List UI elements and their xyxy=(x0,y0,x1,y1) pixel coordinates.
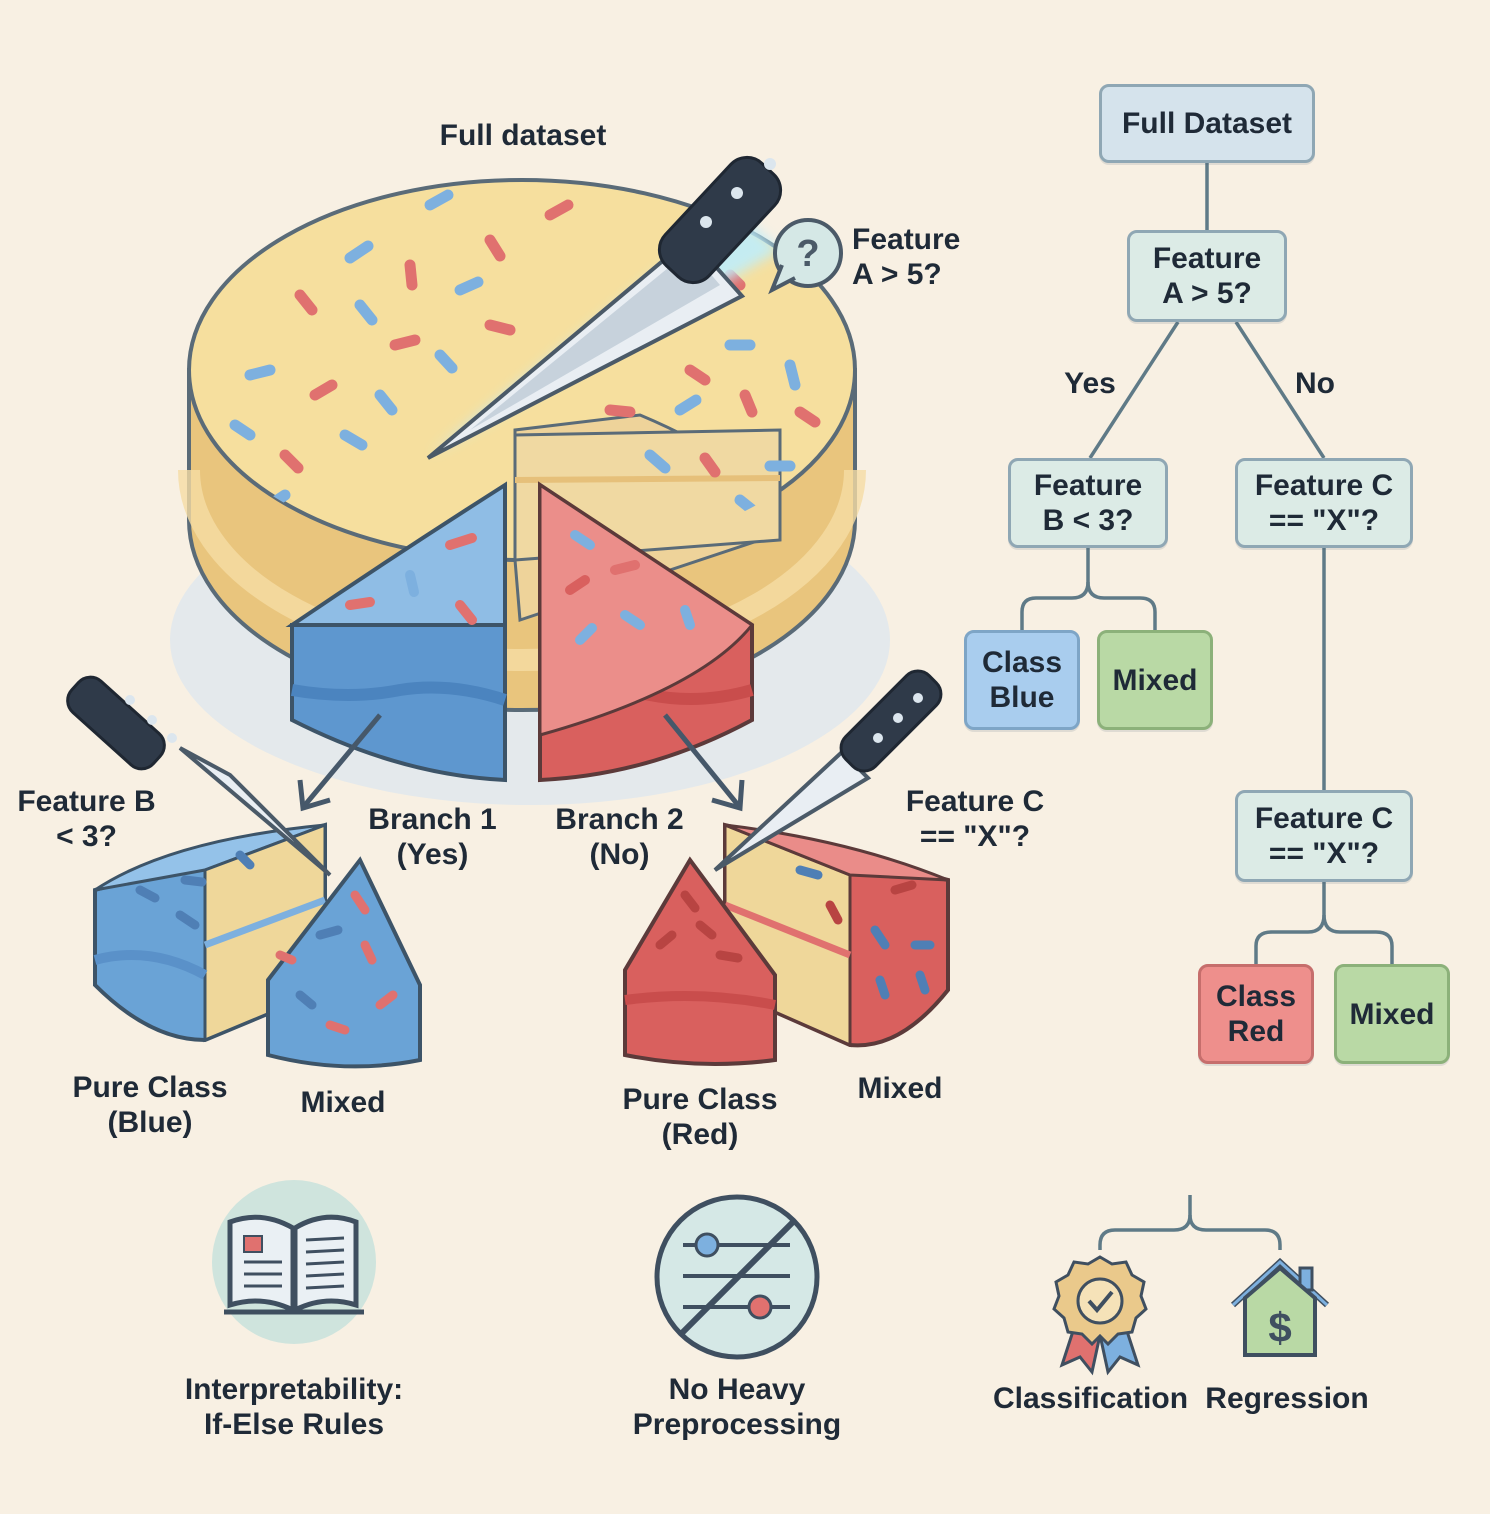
right-pure-line2: (Red) xyxy=(661,1118,739,1151)
tree-leaf-blue-line1: Class xyxy=(981,646,1063,679)
branch2-line2: (No) xyxy=(589,838,650,871)
left-pure-line2: (Blue) xyxy=(107,1106,193,1139)
tree-node-c1: Feature C == "X"? xyxy=(1235,458,1413,548)
tree-leaf-blue-line2: Blue xyxy=(989,681,1055,714)
tree-node-b-line2: B < 3? xyxy=(1042,504,1134,537)
right-mixed-label: Mixed xyxy=(857,1072,943,1105)
left-mixed-label: Mixed xyxy=(300,1086,386,1119)
left-split-line2: < 3? xyxy=(56,820,117,853)
split-question-line1: Feature xyxy=(852,223,961,256)
tree-root-node: Full Dataset xyxy=(1099,84,1315,163)
right-split-label: Feature C == "X"? xyxy=(900,784,1050,854)
right-split-line1: Feature C xyxy=(905,785,1045,818)
branch1-label: Branch 1 (Yes) xyxy=(365,802,500,872)
tree-node-c2: Feature C == "X"? xyxy=(1235,790,1413,882)
split-question-line2: A > 5? xyxy=(852,258,942,291)
classification-label: Classification xyxy=(992,1382,1189,1415)
tree-node-a-line2: A > 5? xyxy=(1162,277,1252,310)
tree-root-label: Full Dataset xyxy=(1121,107,1293,140)
knife-icon xyxy=(66,675,332,877)
tree-node-b: Feature B < 3? xyxy=(1008,458,1168,548)
svg-text:$: $ xyxy=(1268,1304,1291,1351)
right-pure-label: Pure Class (Red) xyxy=(620,1082,780,1152)
tree-leaf-red-line2: Red xyxy=(1227,1015,1285,1048)
branch2-label: Branch 2 (No) xyxy=(552,802,687,872)
question-bubble-icon: ? xyxy=(768,218,843,295)
tree-leaf-red-line1: Class xyxy=(1215,980,1297,1013)
preprocessing-line2: Preprocessing xyxy=(632,1408,842,1441)
interpretability-line1: Interpretability: xyxy=(184,1373,404,1406)
tree-leaf-mixed-1: Mixed xyxy=(1097,630,1213,730)
right-split-slices xyxy=(623,822,950,1066)
branch2-line1: Branch 2 xyxy=(555,803,684,836)
award-badge-icon xyxy=(1052,1255,1148,1376)
tree-node-b-line1: Feature xyxy=(1033,469,1143,502)
tree-yes-label: Yes xyxy=(1064,367,1116,400)
tree-node-a-line1: Feature xyxy=(1152,242,1262,275)
preprocessing-label: No Heavy Preprocessing xyxy=(620,1372,854,1442)
svg-text:?: ? xyxy=(796,233,819,275)
cake-title: Full dataset xyxy=(439,119,607,152)
tree-node-c2-line1: Feature C xyxy=(1254,802,1394,835)
tree-node-c1-line1: Feature C xyxy=(1254,469,1394,502)
tree-connectors xyxy=(1020,163,1394,1250)
tree-node-c1-line2: == "X"? xyxy=(1268,504,1380,537)
left-split-slices xyxy=(93,822,422,1069)
right-pure-line1: Pure Class xyxy=(622,1083,778,1116)
left-pure-label: Pure Class (Blue) xyxy=(70,1070,230,1140)
no-sliders-icon xyxy=(654,1194,820,1360)
tree-node-a: Feature A > 5? xyxy=(1127,230,1287,322)
tree-leaf-red: Class Red xyxy=(1198,964,1314,1064)
right-split-line2: == "X"? xyxy=(919,820,1031,853)
branch1-line2: (Yes) xyxy=(396,838,469,871)
preprocessing-line1: No Heavy xyxy=(668,1373,806,1406)
knife-icon xyxy=(426,155,783,460)
open-book-icon xyxy=(212,1180,376,1344)
interpretability-label: Interpretability: If-Else Rules xyxy=(164,1372,424,1442)
tree-node-c2-line2: == "X"? xyxy=(1268,837,1380,870)
tree-leaf-blue: Class Blue xyxy=(964,630,1080,730)
interpretability-line2: If-Else Rules xyxy=(203,1408,385,1441)
tree-leaf-mixed-2-label: Mixed xyxy=(1349,997,1435,1031)
tree-no-label: No xyxy=(1295,367,1335,400)
house-dollar-icon: $ xyxy=(1230,1257,1330,1357)
left-split-line1: Feature B xyxy=(17,785,156,818)
tree-leaf-mixed-2: Mixed xyxy=(1334,964,1450,1064)
knife-icon xyxy=(713,669,943,872)
tree-leaf-mixed-1-label: Mixed xyxy=(1112,663,1198,697)
left-split-label: Feature B < 3? xyxy=(14,784,159,854)
branch1-line1: Branch 1 xyxy=(368,803,497,836)
left-pure-line1: Pure Class xyxy=(72,1071,228,1104)
split-question-label: Feature A > 5? xyxy=(852,222,960,292)
regression-label: Regression xyxy=(1205,1382,1369,1415)
